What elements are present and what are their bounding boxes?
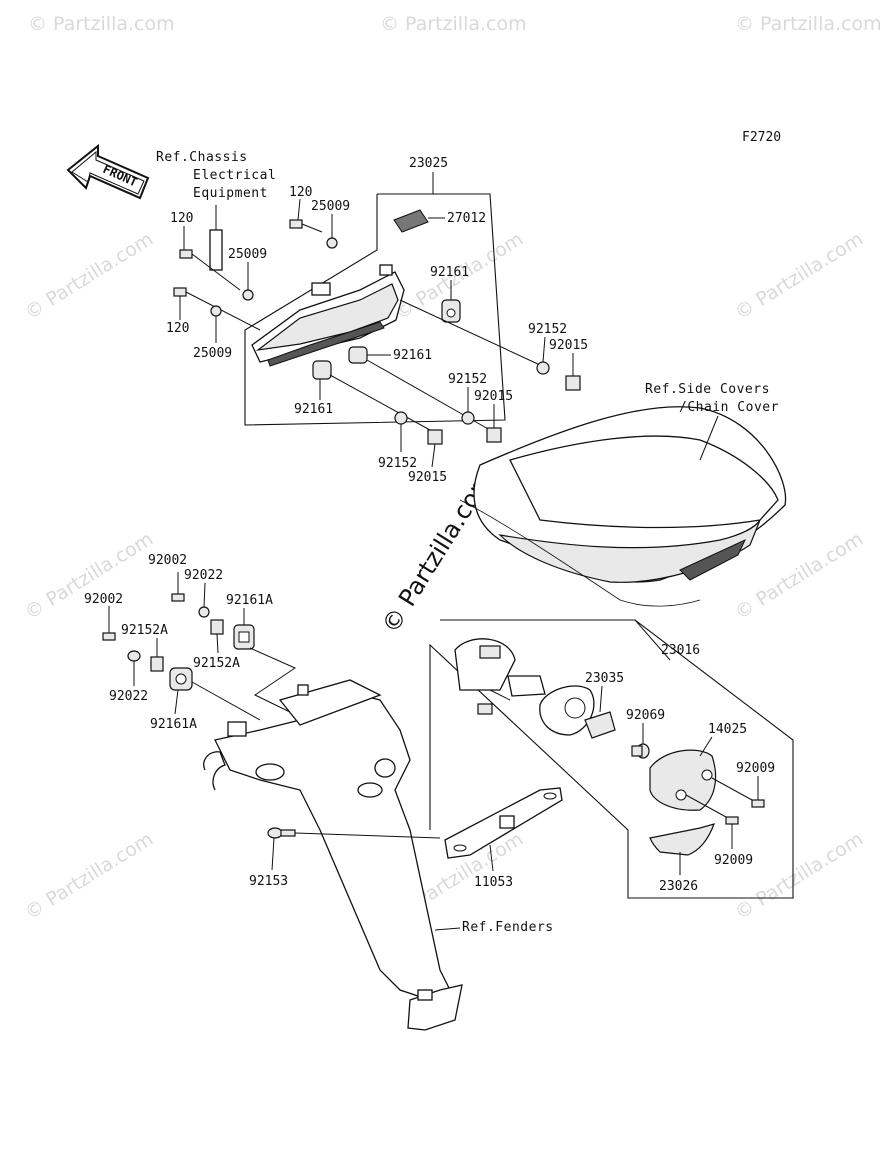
label-120-b: 120 <box>170 211 193 226</box>
grommet-92161A-a <box>233 624 255 650</box>
label-92022-a: 92022 <box>184 568 223 583</box>
collar-92152A-b <box>210 619 224 635</box>
washer-92022-a <box>198 606 210 618</box>
bracket-23025 <box>244 172 506 426</box>
label-25009-c: 25009 <box>193 346 232 361</box>
label-92152A-a: 92152A <box>121 623 168 638</box>
bolt-120-b <box>179 249 241 291</box>
label-92161A-b: 92161A <box>150 717 197 732</box>
rear-fender-bracket <box>203 679 463 1031</box>
label-92009-b: 92009 <box>714 853 753 868</box>
screw-92002-b <box>102 606 116 641</box>
label-23016: 23016 <box>661 643 700 658</box>
ref-side-covers-line1: Ref.Side Covers <box>645 382 770 397</box>
label-92009-a: 92009 <box>736 761 775 776</box>
gasket-23026 <box>649 823 715 856</box>
tail-light-housing <box>251 264 405 367</box>
ref-chassis-line3: Equipment <box>193 186 268 201</box>
bushing-92015-c <box>427 429 443 445</box>
label-92161A-a: 92161A <box>226 593 273 608</box>
bolt-120-a <box>289 219 323 233</box>
watermark: © Partzilla.com <box>21 528 157 624</box>
label-92152-b: 92152 <box>448 372 487 387</box>
screw-92009-a <box>711 777 765 808</box>
washer-25009-b <box>242 289 254 301</box>
watermark: © Partzilla.com <box>28 13 175 35</box>
watermark: © Partzilla.com <box>380 13 527 35</box>
label-92002-a: 92002 <box>148 553 187 568</box>
label-92153: 92153 <box>249 874 288 889</box>
label-25009-b: 25009 <box>228 247 267 262</box>
label-92152-a: 92152 <box>528 322 567 337</box>
label-120-a: 120 <box>289 185 312 200</box>
ref-chassis-line1: Ref.Chassis <box>156 150 248 165</box>
label-92015-b: 92015 <box>474 389 513 404</box>
label-14025: 14025 <box>708 722 747 737</box>
collar-92152-a <box>536 361 550 375</box>
diagram-code: F2720 <box>742 130 781 145</box>
chassis-clip <box>209 205 223 271</box>
collar-92152-b <box>461 411 475 425</box>
label-92069: 92069 <box>626 708 665 723</box>
bracket-11053 <box>444 787 563 859</box>
label-92015-a: 92015 <box>549 338 588 353</box>
label-120-c: 120 <box>166 321 189 336</box>
bushing-92015-a <box>565 375 581 391</box>
label-92161-b: 92161 <box>393 348 432 363</box>
watermark: © Partzilla.com <box>731 228 867 324</box>
ref-fenders: Ref.Fenders <box>462 920 554 935</box>
collar-92152-c <box>394 411 408 425</box>
front-arrow-icon: FRONT <box>66 143 150 200</box>
lens-14025 <box>649 749 717 811</box>
screw-92002-a <box>171 572 185 602</box>
side-cover <box>459 406 787 607</box>
label-92152A-b: 92152A <box>193 656 240 671</box>
grommet-92161-b <box>348 346 368 364</box>
label-92161-a: 92161 <box>430 265 469 280</box>
lead-23016 <box>634 619 671 661</box>
label-25009-a: 25009 <box>311 199 350 214</box>
label-92152-c: 92152 <box>378 456 417 471</box>
grommet-92161-a <box>441 299 461 323</box>
watermark: © Partzilla.com <box>735 13 882 35</box>
label-23026: 23026 <box>659 879 698 894</box>
label-27012: 27012 <box>447 211 486 226</box>
ref-chassis-line2: Electrical <box>193 168 276 183</box>
bulb-92069 <box>631 743 650 759</box>
bushing-92015-b <box>486 427 502 443</box>
watermark: © Partzilla.com <box>21 228 157 324</box>
washer-25009-c <box>210 305 222 317</box>
label-23025: 23025 <box>409 156 448 171</box>
label-92022-b: 92022 <box>109 689 148 704</box>
label-11053: 11053 <box>474 875 513 890</box>
label-92015-c: 92015 <box>408 470 447 485</box>
collar-92152A-a <box>150 656 164 672</box>
bolt-92153 <box>267 827 441 839</box>
washer-92022-b <box>127 650 141 662</box>
label-92002-b: 92002 <box>84 592 123 607</box>
decal-27012 <box>393 209 445 233</box>
ref-side-covers-line2: /Chain Cover <box>679 400 779 415</box>
label-23035: 23035 <box>585 671 624 686</box>
watermark: © Partzilla.com <box>731 828 867 924</box>
label-92161-c: 92161 <box>294 402 333 417</box>
washer-25009-a <box>326 237 338 249</box>
watermark: © Partzilla.com <box>21 828 157 924</box>
socket-23035 <box>539 685 616 739</box>
grommet-92161-c <box>312 360 332 380</box>
grommet-92161A-b <box>169 667 193 691</box>
license-light-base <box>454 638 546 715</box>
